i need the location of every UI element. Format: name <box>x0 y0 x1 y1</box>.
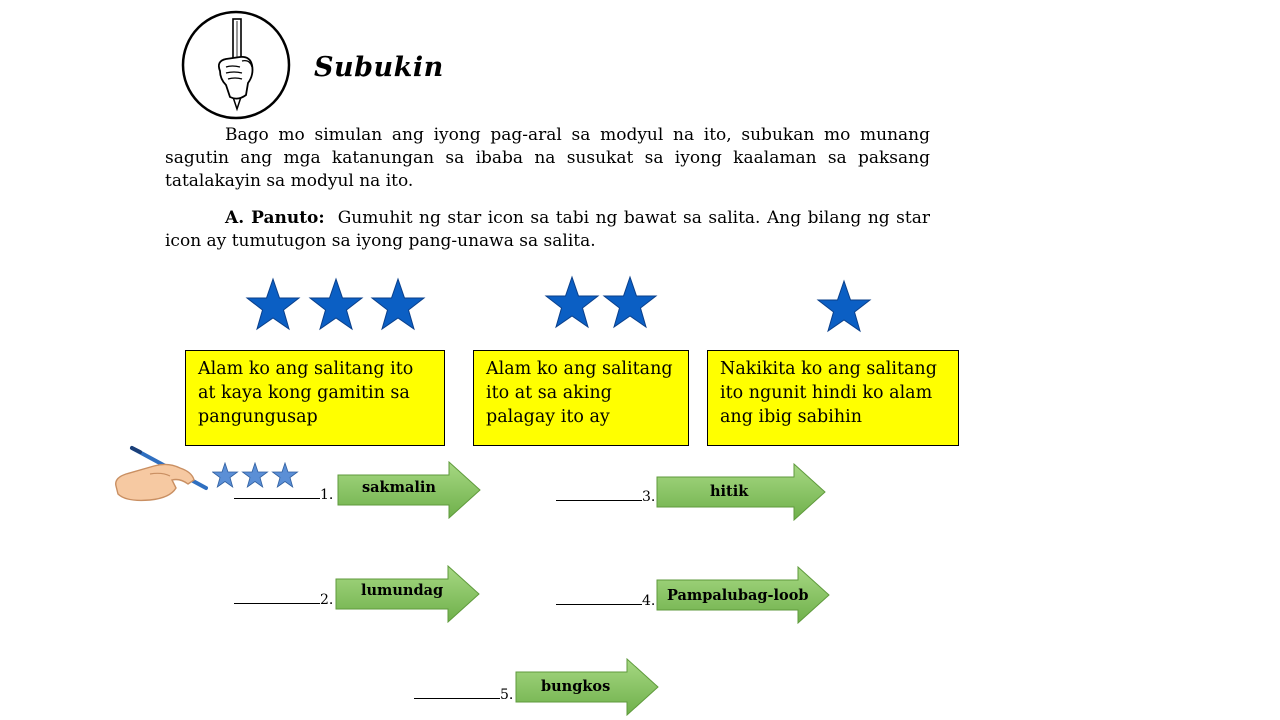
item-number: 2. <box>320 592 334 608</box>
star-icon <box>309 278 363 330</box>
star-icon <box>817 280 871 332</box>
item-number: 5. <box>500 687 514 703</box>
instruction-text: Gumuhit ng star icon sa tabi ng bawat sa… <box>165 208 931 251</box>
star-rating-1 <box>817 280 871 332</box>
word-label-1: sakmalin <box>362 479 436 496</box>
legend-box-1-star: Nakikita ko ang salitang ito ngunit hind… <box>707 350 959 446</box>
item-number: 3. <box>642 489 656 505</box>
legend-box-2-stars: Alam ko ang salitang ito at sa aking pal… <box>473 350 689 446</box>
star-icon <box>246 278 300 330</box>
word-arrow-3 <box>656 463 826 521</box>
star-icon <box>271 462 299 488</box>
instruction-paragraph: A. Panuto: Gumuhit ng star icon sa tabi … <box>165 207 930 253</box>
answer-blank-5[interactable]: 5. <box>414 686 513 703</box>
word-arrow-5 <box>515 658 659 716</box>
legend-box-3-stars: Alam ko ang salitang ito at kaya kong ga… <box>185 350 445 446</box>
word-label-2: lumundag <box>361 582 444 599</box>
answer-blank-4[interactable]: 4. <box>556 592 655 609</box>
section-title: Subukin <box>314 52 444 83</box>
word-label-3: hitik <box>710 483 749 500</box>
item-number: 1. <box>320 487 334 503</box>
example-stars <box>212 462 299 488</box>
star-icon <box>603 276 657 328</box>
intro-text: Bago mo simulan ang iyong pag-aral sa mo… <box>165 125 930 191</box>
star-rating-2 <box>545 276 657 328</box>
star-icon <box>371 278 425 330</box>
star-rating-3 <box>246 278 425 330</box>
instruction-label: A. Panuto: <box>225 208 325 228</box>
word-arrow-1 <box>337 461 481 519</box>
hand-pencil-icon <box>180 9 292 121</box>
writing-hand-icon <box>110 442 214 506</box>
item-number: 4. <box>642 593 656 609</box>
word-label-5: bungkos <box>541 678 611 695</box>
star-icon <box>241 462 269 488</box>
answer-blank-1[interactable]: 1. <box>234 486 333 503</box>
word-arrow-4 <box>656 566 830 624</box>
star-icon <box>212 462 239 488</box>
answer-blank-3[interactable]: 3. <box>556 488 655 505</box>
word-label-4: Pampalubag-loob <box>667 587 809 604</box>
word-arrow-2 <box>335 565 480 623</box>
star-icon <box>545 276 599 328</box>
intro-paragraph: Bago mo simulan ang iyong pag-aral sa mo… <box>165 124 930 193</box>
answer-blank-2[interactable]: 2. <box>234 591 333 608</box>
